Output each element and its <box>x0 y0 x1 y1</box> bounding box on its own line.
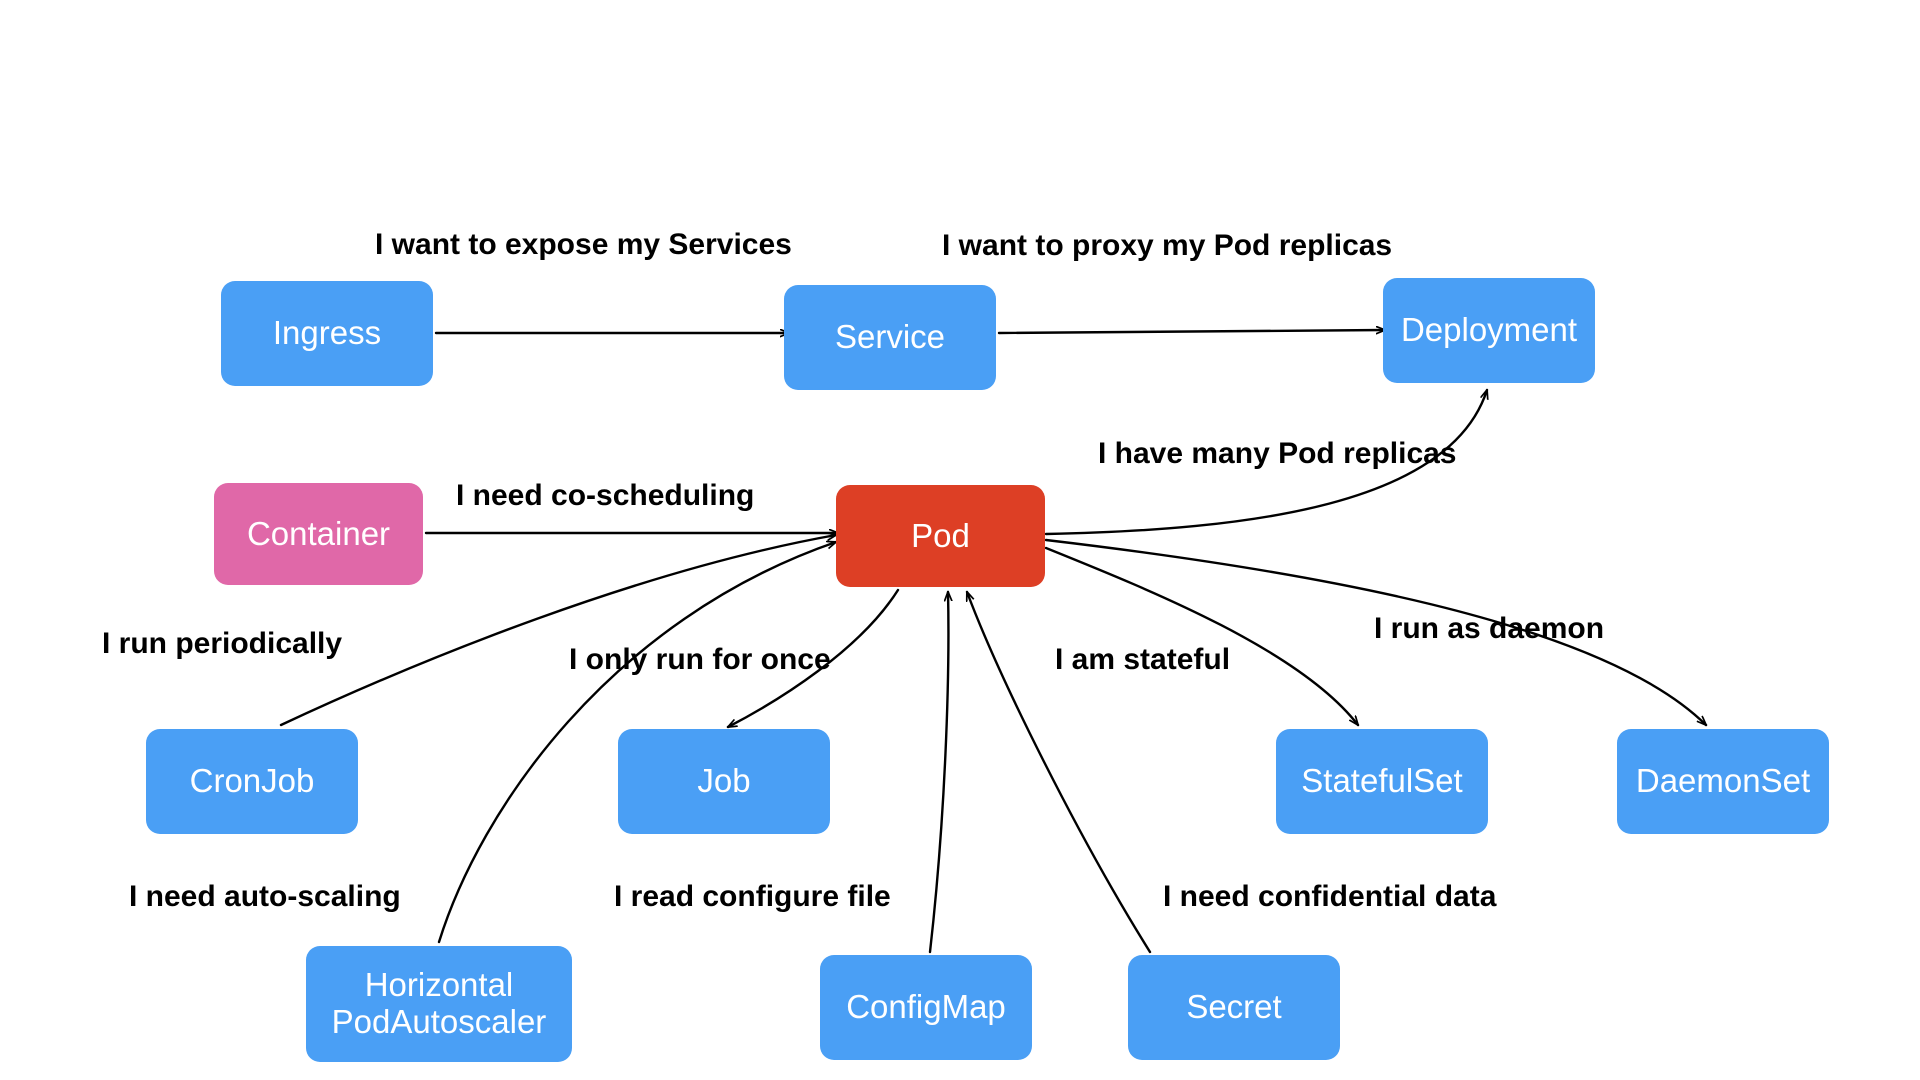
node-ingress-label: Ingress <box>272 314 382 352</box>
node-statefulset-label: StatefulSet <box>1301 762 1463 800</box>
node-container-label: Container <box>246 514 391 552</box>
edge-label-many-replicas: I have many Pod replicas <box>1098 437 1457 470</box>
node-service[interactable]: Service <box>784 285 996 390</box>
node-daemonset-label: DaemonSet <box>1635 762 1811 800</box>
edge-label-auto-scaling: I need auto-scaling <box>129 880 401 913</box>
node-ingress[interactable]: Ingress <box>221 281 433 386</box>
edge-label-run-as-daemon: I run as daemon <box>1374 612 1605 645</box>
node-job-label: Job <box>697 762 751 800</box>
node-pod-label: Pod <box>911 516 970 554</box>
node-daemonset[interactable]: DaemonSet <box>1617 729 1829 834</box>
node-configmap-label: ConfigMap <box>846 988 1006 1026</box>
node-hpa[interactable]: Horizontal PodAutoscaler <box>306 946 572 1062</box>
node-job[interactable]: Job <box>618 729 830 834</box>
edge-label-confidential: I need confidential data <box>1163 880 1497 913</box>
node-deployment-label: Deployment <box>1400 311 1578 349</box>
edge-configmap-to-pod <box>928 592 948 954</box>
edge-label-run-periodically: I run periodically <box>102 627 343 660</box>
edge-label-am-stateful: I am stateful <box>1055 643 1231 676</box>
node-service-label: Service <box>834 318 946 356</box>
edge-label-read-config: I read configure file <box>614 880 891 913</box>
node-cronjob-label: CronJob <box>189 762 315 800</box>
edge-label-run-once: I only run for once <box>569 643 831 676</box>
node-cronjob[interactable]: CronJob <box>146 729 358 834</box>
node-deployment[interactable]: Deployment <box>1383 278 1595 383</box>
node-statefulset[interactable]: StatefulSet <box>1276 729 1488 834</box>
edge-label-proxy-replicas: I want to proxy my Pod replicas <box>942 229 1393 262</box>
node-secret-label: Secret <box>1186 988 1282 1026</box>
edge-service-to-deployment <box>997 330 1385 333</box>
edge-pod-to-statefulset <box>1044 546 1360 727</box>
edge-label-expose-services: I want to expose my Services <box>375 228 792 261</box>
node-secret[interactable]: Secret <box>1128 955 1340 1060</box>
edge-label-co-scheduling: I need co-scheduling <box>456 479 755 512</box>
node-pod[interactable]: Pod <box>836 485 1045 587</box>
node-configmap[interactable]: ConfigMap <box>820 955 1032 1060</box>
node-hpa-label: Horizontal PodAutoscaler <box>331 966 547 1040</box>
node-container[interactable]: Container <box>214 483 423 585</box>
